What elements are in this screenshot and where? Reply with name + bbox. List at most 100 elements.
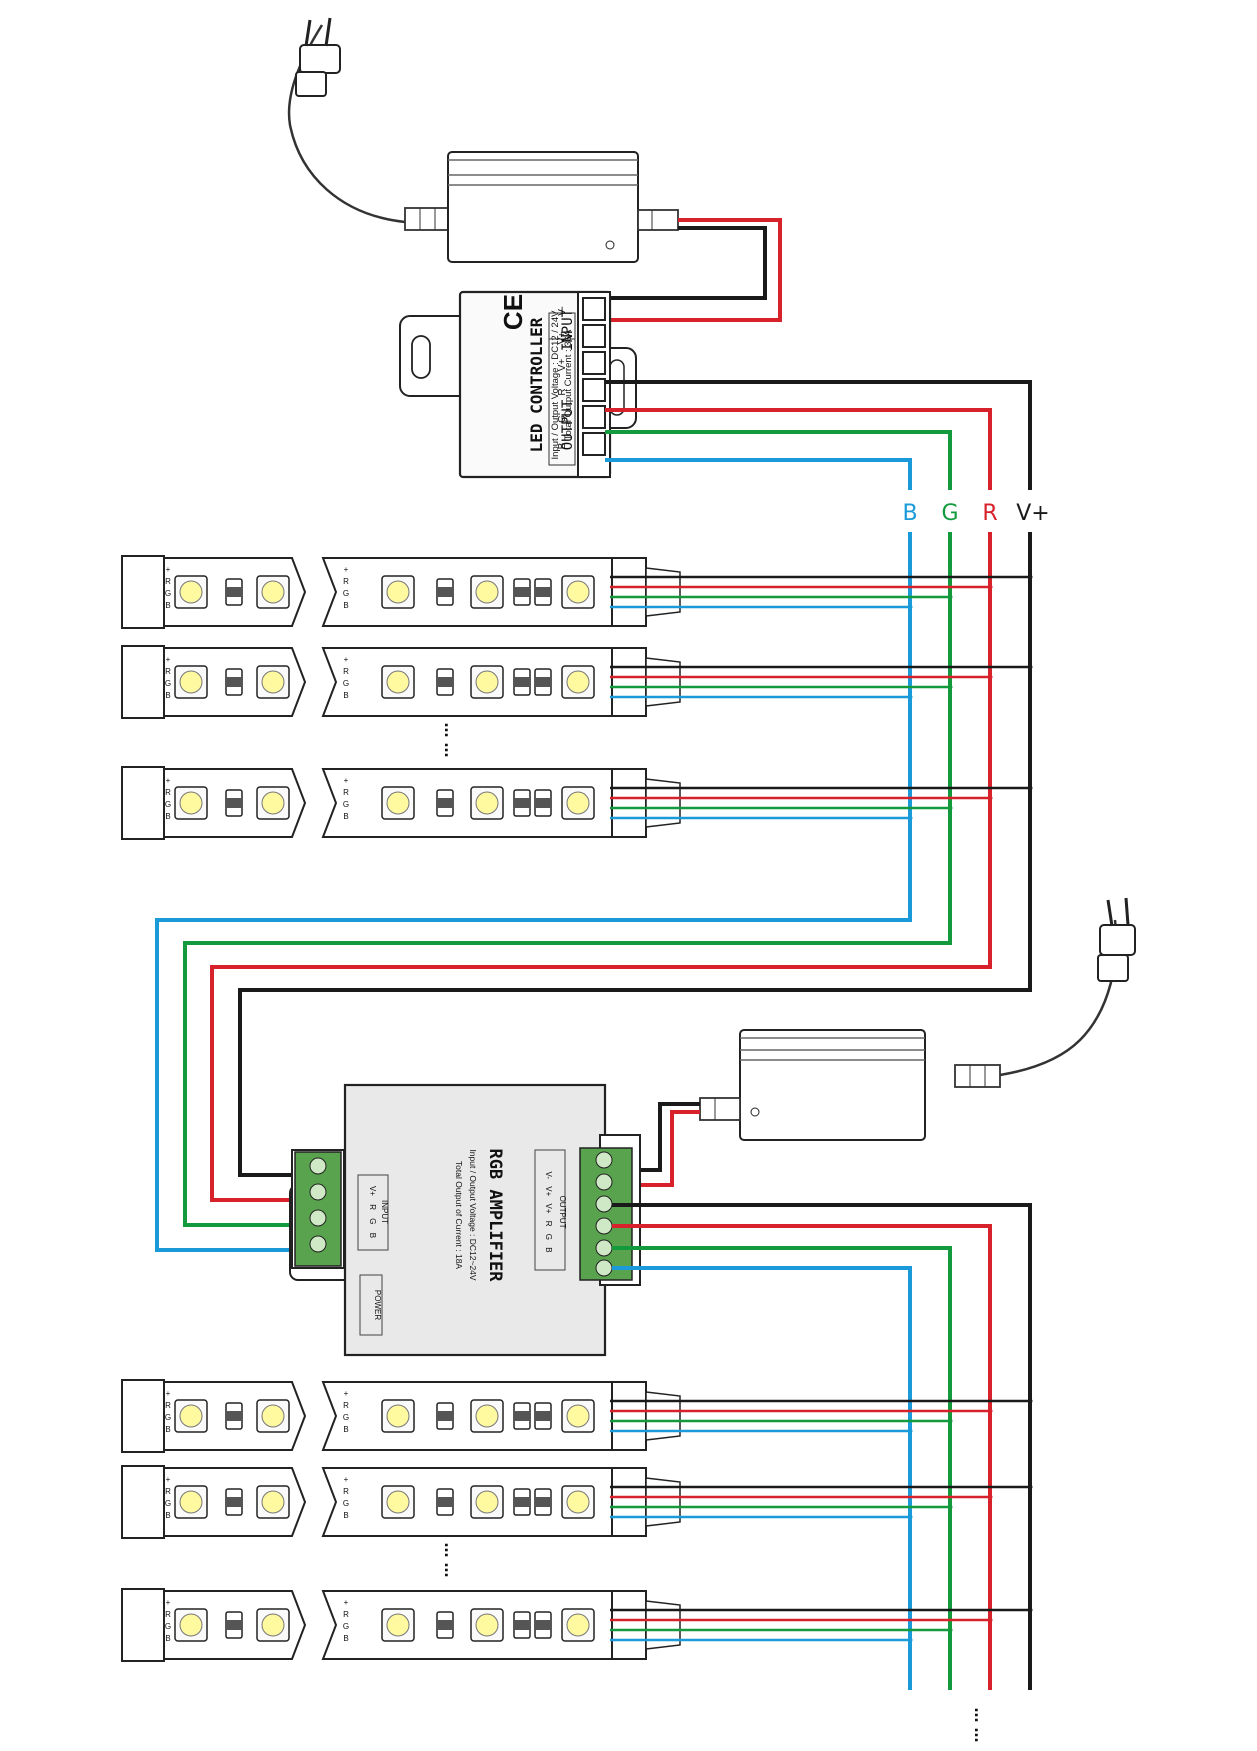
led-chip-icon	[470, 1485, 504, 1519]
strip-pad-label: +	[344, 1598, 349, 1607]
led-chip-icon	[381, 786, 415, 820]
strip-pad-label: +	[166, 1389, 171, 1398]
led-chip-icon	[256, 575, 290, 609]
strip-segment	[321, 1467, 616, 1537]
strip-end-cap	[121, 645, 165, 719]
resistor-icon	[225, 1611, 243, 1639]
amp-output-label: OUTPUT	[558, 1196, 567, 1229]
controller-pin-label: V-	[557, 306, 568, 315]
controller-input-label: INPUT	[560, 308, 576, 351]
strip-pad-label: R	[343, 1401, 349, 1410]
amplifier-current-line: Total Output of Current : 18A	[454, 1161, 464, 1270]
resistor-icon	[436, 1402, 454, 1430]
ac-cord-bottom	[999, 919, 1118, 1077]
upper-strips-continuation: ... ...	[441, 722, 461, 757]
strip-pad-label: G	[343, 1413, 349, 1422]
led-chip-icon	[470, 786, 504, 820]
wire-label-b: B	[902, 501, 917, 526]
wire-label-group: B G R V+	[895, 490, 1050, 532]
led-chip-icon	[381, 575, 415, 609]
amp-output-pin: B	[544, 1247, 553, 1252]
controller-current-line: Total Output Current : 36A	[563, 329, 574, 440]
rgb-amplifier: RGB AMPLIFIER Input / Output Voltage : D…	[289, 1083, 641, 1357]
led-chip-icon	[381, 1485, 415, 1519]
strip-connector	[611, 647, 647, 717]
strip-pad-label: B	[165, 601, 170, 610]
resistor-icon	[436, 1611, 454, 1639]
led-chip-icon	[174, 1485, 208, 1519]
strip-end-cap	[121, 1588, 165, 1662]
strip-pad-label: G	[165, 1499, 171, 1508]
strip-pad-label: R	[343, 667, 349, 676]
amp-output-pins: V- V+ V+ R G B	[544, 1171, 553, 1252]
bottom-wires-continuation: ... ...	[971, 1707, 991, 1742]
strip-pad-label: +	[344, 655, 349, 664]
amp-input-pin: B	[368, 1233, 377, 1238]
resistor-icon	[513, 1488, 531, 1516]
led-chip-icon	[256, 1608, 290, 1642]
led-chip-icon	[561, 1485, 595, 1519]
resistor-icon	[513, 789, 531, 817]
strip-pad-label: G	[165, 589, 171, 598]
controller-voltage-line: Input / Output Voltage : DC12 / 24V	[550, 310, 561, 460]
strip-pad-label: R	[165, 1401, 171, 1410]
led-chip-icon	[174, 786, 208, 820]
strip-pad-label: R	[343, 1610, 349, 1619]
strip-pad-label: R	[165, 577, 171, 586]
led-chip-icon	[470, 575, 504, 609]
strip-pad-label: G	[343, 679, 349, 688]
resistor-icon	[225, 1402, 243, 1430]
strip-pad-label: G	[165, 679, 171, 688]
strip-pad-label: +	[166, 655, 171, 664]
amp-output-pin: V+	[544, 1186, 553, 1196]
strip-pad-label: B	[165, 812, 170, 821]
controller-pin-label: V+	[557, 332, 568, 345]
strip-connector	[611, 1590, 647, 1660]
controller-output-label: OUTPUT	[560, 399, 576, 450]
strip-pad-label: B	[343, 1634, 348, 1643]
led-strip: +RGB+RGB	[121, 766, 1033, 840]
led-chip-icon	[561, 575, 595, 609]
psu-top-output-wires	[588, 218, 782, 322]
resistor-icon	[534, 789, 552, 817]
led-strip: +RGB+RGB	[121, 1588, 1033, 1662]
strip-pad-label: R	[343, 577, 349, 586]
strip-connector	[611, 557, 647, 627]
amplifier-voltage-line: Input / Output Voltage : DC12~24V	[468, 1149, 478, 1280]
resistor-icon	[436, 1488, 454, 1516]
strip-pad-label: B	[343, 691, 348, 700]
led-chip-icon	[470, 1608, 504, 1642]
resistor-icon	[436, 578, 454, 606]
strip-pad-label: G	[343, 1622, 349, 1631]
strip-pad-label: R	[165, 788, 171, 797]
resistor-icon	[225, 668, 243, 696]
strip-pad-label: B	[165, 1511, 170, 1520]
controller-title: LED CONTROLLER	[527, 317, 546, 452]
led-chip-icon	[470, 665, 504, 699]
led-chip-icon	[174, 665, 208, 699]
amp-output-terminal	[579, 1147, 633, 1281]
controller-pin-label: B	[557, 442, 568, 449]
led-chip-icon	[381, 1608, 415, 1642]
power-supply-bottom	[612, 897, 1136, 1187]
led-strip: +RGB+RGB	[121, 1379, 1033, 1453]
resistor-icon	[513, 668, 531, 696]
controller-pin-labels: B G R V+ V+ V-	[557, 306, 568, 449]
led-strip: +RGB+RGB	[121, 645, 1033, 719]
resistor-icon	[436, 789, 454, 817]
amp-input-label: INPUT	[380, 1200, 389, 1224]
strip-end-cap	[121, 555, 165, 629]
strip-end-cap	[121, 766, 165, 840]
strip-segment	[321, 1590, 616, 1660]
strip-pad-label: +	[166, 776, 171, 785]
led-chip-icon	[470, 1399, 504, 1433]
strip-end-cap	[121, 1465, 165, 1539]
amp-output-pin: V+	[544, 1203, 553, 1213]
amp-output-pin: G	[544, 1234, 553, 1240]
resistor-icon	[513, 578, 531, 606]
led-strip: +RGB+RGB	[121, 1465, 1033, 1539]
strip-pad-label: +	[344, 776, 349, 785]
led-chip-icon	[561, 1608, 595, 1642]
bus-wire-vplus	[238, 380, 1032, 1177]
